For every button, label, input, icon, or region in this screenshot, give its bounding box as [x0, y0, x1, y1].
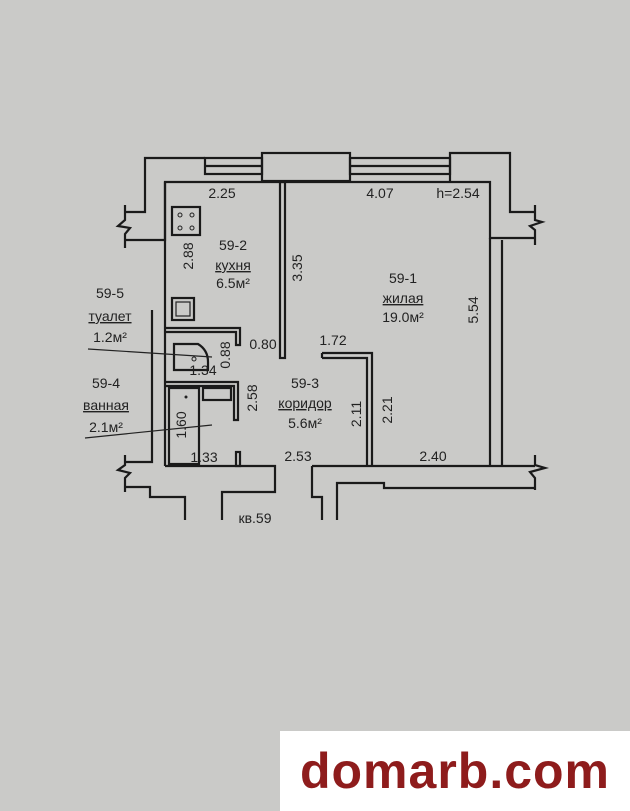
- room-59-3: 59-3 коридор 5.6м²: [278, 375, 332, 431]
- room-area: 5.6м²: [288, 415, 322, 431]
- room-59-5: 59-5 туалет 1.2м²: [88, 285, 132, 345]
- dim-label: 0.88: [217, 341, 233, 368]
- room-name: ванная: [83, 397, 129, 413]
- ceiling-height: h=2.54: [436, 185, 479, 201]
- sink: [201, 386, 233, 402]
- room-59-2: 59-2 кухня 6.5м²: [215, 237, 251, 291]
- dim-label: 2.53: [284, 448, 311, 464]
- toilet-fixture: [172, 342, 210, 372]
- watermark: domarb.com: [280, 731, 630, 811]
- dim-label: 2.40: [419, 448, 446, 464]
- room-area: 6.5м²: [216, 275, 250, 291]
- room-id: 59-4: [92, 375, 120, 391]
- room-name: туалет: [88, 308, 132, 324]
- room-area: 19.0м²: [382, 309, 424, 325]
- kitchen-sink: [170, 296, 196, 322]
- dim-label: 5.54: [465, 296, 481, 323]
- dim-label: 0.80: [249, 336, 276, 352]
- dim-label: 2.58: [244, 384, 260, 411]
- room-59-4: 59-4 ванная 2.1м²: [83, 375, 129, 435]
- dim-label: 3.35: [289, 254, 305, 281]
- room-name: жилая: [383, 290, 424, 306]
- apartment-label: кв.59: [238, 510, 271, 526]
- room-59-1: 59-1 жилая 19.0м²: [382, 270, 424, 325]
- room-id: 59-1: [389, 270, 417, 286]
- dim-label: 1.72: [319, 332, 346, 348]
- dim-label: 1.60: [173, 411, 189, 438]
- dim-label: 4.07: [366, 185, 393, 201]
- dim-label: 2.88: [180, 242, 196, 269]
- partition-wall: [278, 180, 287, 360]
- dim-label: 2.21: [379, 396, 395, 423]
- room-id: 59-5: [96, 285, 124, 301]
- walls: [84, 151, 550, 520]
- stove-icon: [170, 205, 202, 237]
- dimensions: 2.25 2.88 3.35 4.07 h=2.54 5.54 0.80 1.7…: [173, 185, 481, 526]
- room-name: коридор: [278, 395, 332, 411]
- wall-pier: [260, 151, 352, 183]
- watermark-text: domarb.com: [299, 743, 611, 799]
- room-id: 59-3: [291, 375, 319, 391]
- dim-label: 1.34: [189, 362, 216, 378]
- dim-label: 1.33: [190, 449, 217, 465]
- room-area: 2.1м²: [89, 419, 123, 435]
- dim-label: 2.11: [348, 401, 364, 427]
- dim-label: 2.25: [208, 185, 235, 201]
- room-name: кухня: [215, 257, 251, 273]
- room-area: 1.2м²: [93, 329, 127, 345]
- room-id: 59-2: [219, 237, 247, 253]
